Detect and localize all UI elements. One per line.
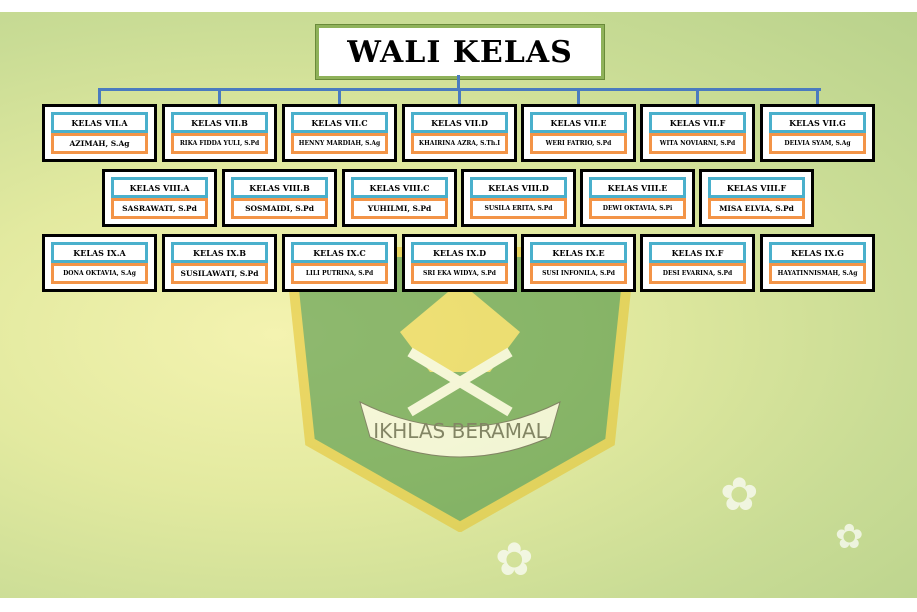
homeroom-teacher: DONA OKTAVIA, S.Ag <box>51 263 148 284</box>
page-title: WALI KELAS <box>315 24 605 80</box>
homeroom-teacher: SASRAWATI, S.Pd <box>111 198 208 219</box>
connector-line <box>457 75 460 89</box>
class-label: KELAS VII.F <box>649 112 746 133</box>
homeroom-teacher: AZIMAH, S.Ag <box>51 133 148 154</box>
class-card: KELAS VII.C HENNY MARDIAH, S.Ag <box>282 104 397 162</box>
kemenag-logo: IKHLAS BERAMAL <box>284 247 636 532</box>
class-card: KELAS VIII.C YUHILMI, S.Pd <box>342 169 457 227</box>
homeroom-teacher: RIKA FIDDA YULI, S.Pd <box>171 133 268 154</box>
homeroom-teacher: HENNY MARDIAH, S.Ag <box>291 133 388 154</box>
class-card: KELAS IX.B SUSILAWATI, S.Pd <box>162 234 277 292</box>
homeroom-teacher: DESI EVARINA, S.Pd <box>649 263 746 284</box>
homeroom-teacher: KHAIRINA AZRA, S.Th.I <box>411 133 508 154</box>
class-label: KELAS IX.B <box>171 242 268 263</box>
class-card: KELAS VIII.B SOSMAIDI, S.Pd <box>222 169 337 227</box>
homeroom-teacher: MISA ELVIA, S.Pd <box>708 198 805 219</box>
class-card: KELAS IX.E SUSI INFONILA, S.Pd <box>521 234 636 292</box>
homeroom-teacher: SOSMAIDI, S.Pd <box>231 198 328 219</box>
class-card: KELAS VIII.F MISA ELVIA, S.Pd <box>699 169 814 227</box>
class-label: KELAS VII.E <box>530 112 627 133</box>
homeroom-teacher: DEWI OKTAVIA, S.Pi <box>589 198 686 219</box>
class-label: KELAS VII.C <box>291 112 388 133</box>
homeroom-teacher: HAYATINNISMAH, S.Ag <box>769 263 866 284</box>
class-card: KELAS IX.F DESI EVARINA, S.Pd <box>640 234 755 292</box>
class-label: KELAS IX.E <box>530 242 627 263</box>
class-label: KELAS VIII.A <box>111 177 208 198</box>
homeroom-teacher: WITA NOVIARNI, S.Pd <box>649 133 746 154</box>
connector-line <box>816 88 819 104</box>
connector-line <box>98 88 101 104</box>
homeroom-teacher: YUHILMI, S.Pd <box>351 198 448 219</box>
class-label: KELAS IX.G <box>769 242 866 263</box>
class-card: KELAS VII.D KHAIRINA AZRA, S.Th.I <box>402 104 517 162</box>
class-label: KELAS VIII.E <box>589 177 686 198</box>
class-label: KELAS IX.A <box>51 242 148 263</box>
class-card: KELAS VII.B RIKA FIDDA YULI, S.Pd <box>162 104 277 162</box>
class-card: KELAS IX.D SRI EKA WIDYA, S.Pd <box>402 234 517 292</box>
homeroom-teacher: WERI FATRIO, S.Pd <box>530 133 627 154</box>
class-label: KELAS VIII.F <box>708 177 805 198</box>
connector-line <box>577 88 580 104</box>
class-card: KELAS IX.C LILI PUTRINA, S.Pd <box>282 234 397 292</box>
class-label: KELAS VIII.D <box>470 177 567 198</box>
flower-decoration: ✿ <box>495 532 534 586</box>
class-card: KELAS VII.E WERI FATRIO, S.Pd <box>521 104 636 162</box>
class-label: KELAS VII.D <box>411 112 508 133</box>
class-label: KELAS VII.B <box>171 112 268 133</box>
class-label: KELAS IX.F <box>649 242 746 263</box>
class-label: KELAS VII.A <box>51 112 148 133</box>
homeroom-teacher: DELVIA SYAM, S.Ag <box>769 133 866 154</box>
class-card: KELAS VIII.D SUSILA ERITA, S.Pd <box>461 169 576 227</box>
homeroom-teacher: SUSILA ERITA, S.Pd <box>470 198 567 219</box>
connector-line <box>696 88 699 104</box>
homeroom-teacher: SUSI INFONILA, S.Pd <box>530 263 627 284</box>
flower-decoration: ✿ <box>720 467 759 521</box>
class-label: KELAS IX.C <box>291 242 388 263</box>
class-card: KELAS VIII.A SASRAWATI, S.Pd <box>102 169 217 227</box>
connector-line <box>338 88 341 104</box>
class-card: KELAS VII.A AZIMAH, S.Ag <box>42 104 157 162</box>
class-card: KELAS VIII.E DEWI OKTAVIA, S.Pi <box>580 169 695 227</box>
class-label: KELAS VIII.B <box>231 177 328 198</box>
class-card: KELAS VII.F WITA NOVIARNI, S.Pd <box>640 104 755 162</box>
homeroom-teacher: LILI PUTRINA, S.Pd <box>291 263 388 284</box>
class-card: KELAS IX.G HAYATINNISMAH, S.Ag <box>760 234 875 292</box>
homeroom-teacher: SUSILAWATI, S.Pd <box>171 263 268 284</box>
flower-decoration: ✿ <box>835 517 864 557</box>
logo-motto: IKHLAS BERAMAL <box>373 419 547 443</box>
class-label: KELAS VIII.C <box>351 177 448 198</box>
class-label: KELAS VII.G <box>769 112 866 133</box>
connector-line <box>218 88 221 104</box>
connector-line <box>458 88 461 104</box>
homeroom-teacher: SRI EKA WIDYA, S.Pd <box>411 263 508 284</box>
class-card: KELAS VII.G DELVIA SYAM, S.Ag <box>760 104 875 162</box>
class-card: KELAS IX.A DONA OKTAVIA, S.Ag <box>42 234 157 292</box>
class-label: KELAS IX.D <box>411 242 508 263</box>
